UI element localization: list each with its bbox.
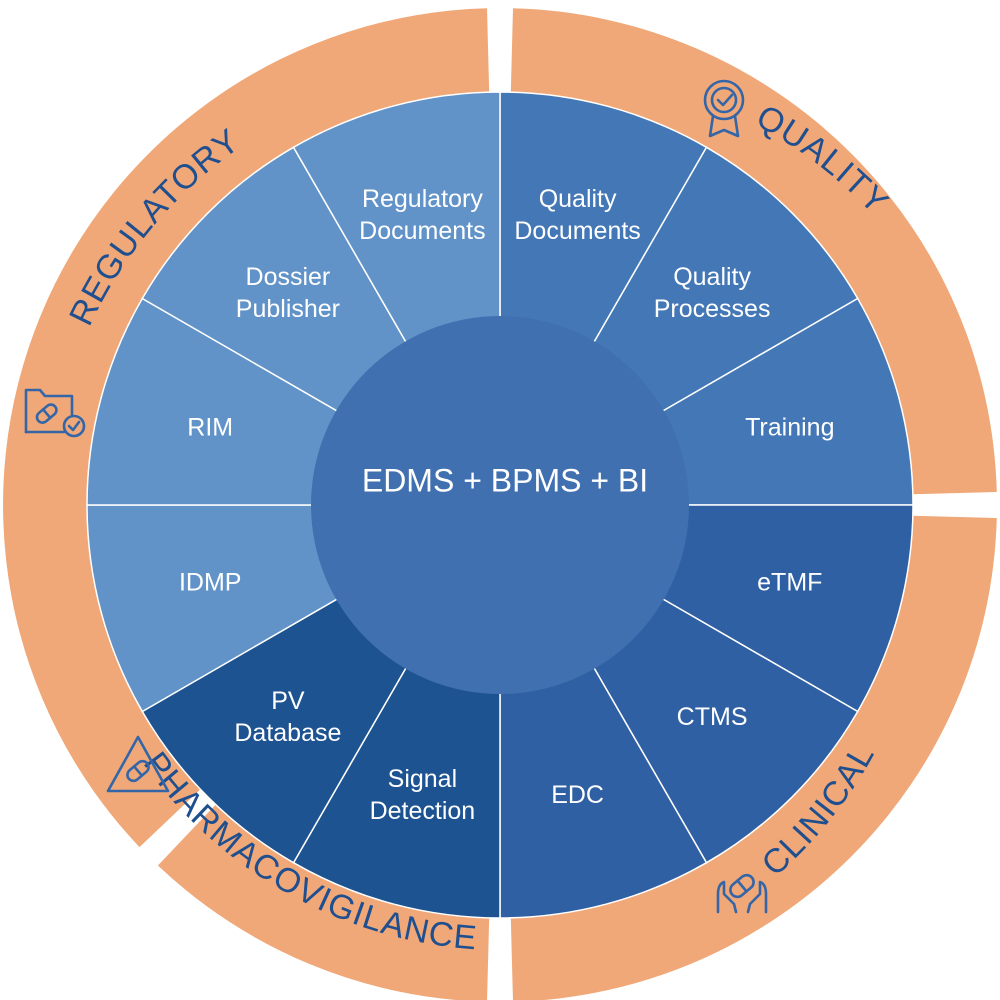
- warning-pill-icon: [106, 735, 170, 793]
- segment-label: EDC: [551, 781, 604, 809]
- segment-label-line: RIM: [187, 413, 233, 441]
- folder-pill-check-icon: [24, 388, 86, 438]
- ring-quadrant-pharmacovigilance: [157, 804, 490, 1000]
- segment-label-line: Training: [745, 413, 834, 441]
- segment-label-line: Regulatory: [362, 185, 483, 213]
- segment-label-line: Signal: [388, 765, 458, 793]
- ring-quadrant-clinical: [510, 515, 997, 1000]
- segment-label: IDMP: [179, 569, 242, 597]
- segment-label-line: eTMF: [757, 569, 822, 597]
- hands-pill-icon: [716, 873, 768, 914]
- segment-label-line: CTMS: [677, 703, 748, 731]
- center-hub: [311, 316, 689, 694]
- segment-label: CTMS: [677, 703, 748, 731]
- segment-label-line: Dossier: [246, 263, 331, 291]
- segment-label-line: Detection: [370, 797, 476, 825]
- segment-label-line: PV: [271, 687, 305, 715]
- segment-label-line: Quality: [539, 185, 617, 213]
- segment-label-line: Quality: [673, 263, 751, 291]
- quality-award-icon: [703, 79, 745, 138]
- segment-label: Training: [745, 413, 834, 441]
- outer-ring: [3, 8, 997, 1000]
- segment-label-line: Database: [234, 719, 341, 747]
- segment-label-line: Documents: [359, 217, 485, 245]
- segment-label-line: Documents: [514, 217, 640, 245]
- segment-label: RIM: [187, 413, 233, 441]
- segment-label-line: Publisher: [236, 295, 340, 323]
- segment-label: PV Database: [234, 687, 341, 747]
- segment-label-line: Processes: [654, 295, 771, 323]
- center-label: EDMS + BPMS + BI: [362, 462, 648, 498]
- segment-label-line: IDMP: [179, 569, 242, 597]
- segment-label: eTMF: [757, 569, 822, 597]
- ring-quadrant-regulatory: [3, 8, 490, 848]
- ring-quadrant-quality: [510, 8, 997, 495]
- segment-label-line: EDC: [551, 781, 604, 809]
